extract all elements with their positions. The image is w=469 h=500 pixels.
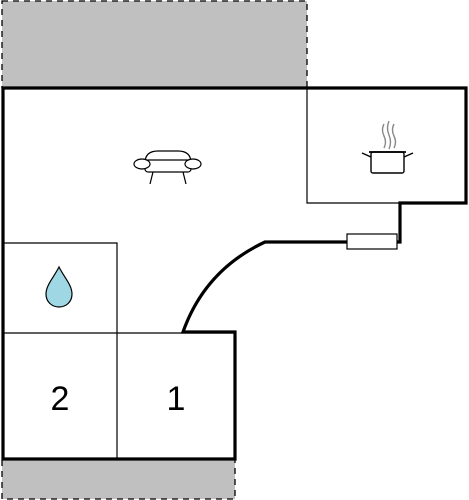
- pot-body: [370, 151, 405, 174]
- sofa-seat: [144, 159, 192, 173]
- kitchen-partition: [306, 88, 400, 204]
- exterior-walls: [1, 86, 468, 461]
- sofa-armrest-right: [184, 158, 202, 170]
- sofa-armrest-left: [133, 158, 151, 170]
- bedroom-1-number: 1: [167, 380, 186, 418]
- pot-handle-right: [403, 152, 414, 158]
- water-drop-icon: [45, 265, 73, 308]
- terrace-top: [1, 0, 308, 89]
- sofa-leg-right: [182, 171, 187, 185]
- sofa-leg-left: [149, 171, 154, 185]
- cooking-pot-icon: [361, 120, 414, 174]
- bedroom-2-number: 2: [51, 380, 70, 418]
- terrace-bottom: [1, 458, 236, 500]
- steam: [381, 120, 397, 150]
- sofa-icon: [133, 150, 202, 185]
- pot-handle-left: [361, 152, 372, 158]
- interior-floor: [3, 88, 466, 459]
- bathroom-partition: [3, 242, 118, 333]
- radiator-icon: [346, 233, 398, 250]
- outdoor-areas: [1, 0, 308, 500]
